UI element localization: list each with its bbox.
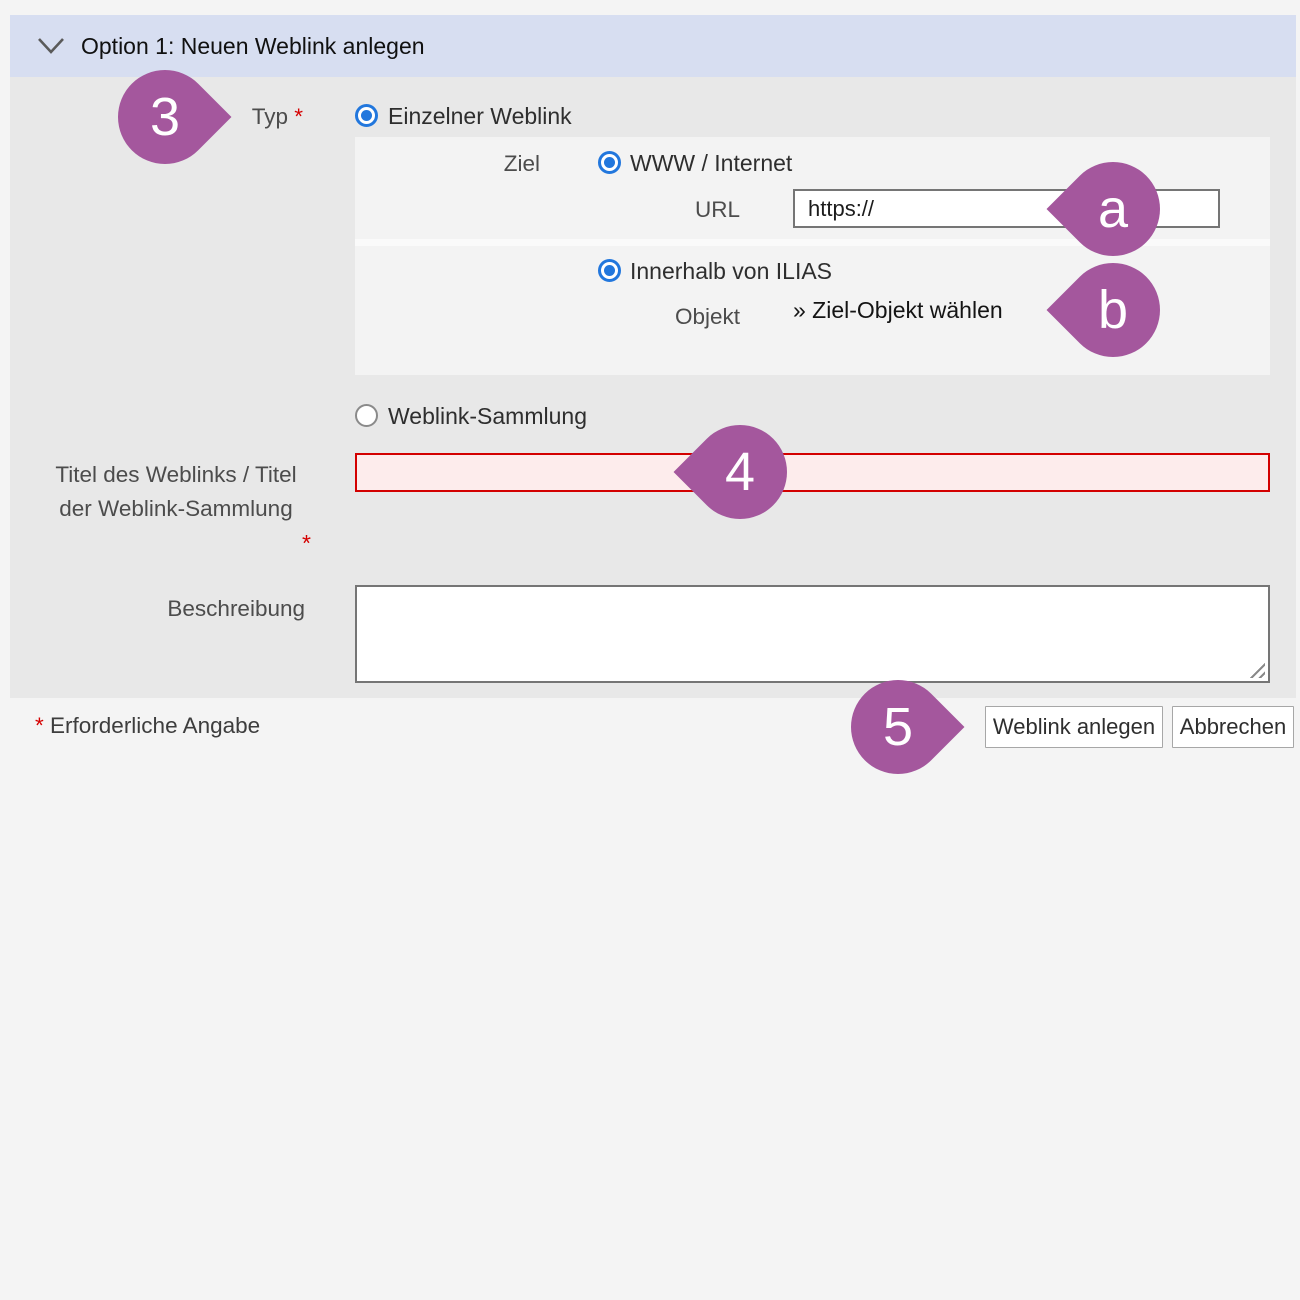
radio-label-innerhalb-ilias[interactable]: Innerhalb von ILIAS: [630, 258, 833, 284]
radio-label-www-internet[interactable]: WWW / Internet: [630, 150, 793, 176]
objekt-label: Objekt: [674, 304, 740, 329]
radio-einzelner-weblink[interactable]: [355, 104, 378, 127]
ziel-objekt-waehlen-link[interactable]: » Ziel-Objekt wählen: [793, 297, 1003, 323]
radio-weblink-sammlung[interactable]: [355, 404, 378, 427]
accordion-header-option1[interactable]: Option 1: Neuen Weblink anlegen: [10, 15, 1296, 77]
accordion-title: Option 1: Neuen Weblink anlegen: [81, 32, 425, 59]
weblink-anlegen-button[interactable]: Weblink anlegen: [985, 706, 1163, 748]
titel-required-asterisk: *: [302, 530, 311, 556]
typ-label: Typ *: [251, 104, 303, 129]
ziel-label: Ziel: [503, 151, 540, 176]
radio-innerhalb-ilias[interactable]: [598, 259, 621, 282]
required-note-text: Erforderliche Angabe: [50, 713, 261, 738]
url-label: URL: [694, 197, 740, 222]
abbrechen-button[interactable]: Abbrechen: [1172, 706, 1294, 748]
url-input[interactable]: [793, 189, 1220, 228]
titel-label-line2: der Weblink-Sammlung: [59, 496, 293, 521]
titel-input[interactable]: [355, 453, 1270, 492]
required-note-asterisk: *: [35, 713, 44, 738]
beschreibung-label: Beschreibung: [167, 596, 305, 621]
radio-label-einzelner-weblink[interactable]: Einzelner Weblink: [388, 103, 572, 129]
titel-label: Titel des Weblinks / Titel der Weblink-S…: [25, 458, 327, 560]
radio-www-internet[interactable]: [598, 151, 621, 174]
titel-label-line1: Titel des Weblinks / Titel: [55, 462, 297, 487]
chevron-down-icon[interactable]: [36, 36, 66, 56]
radio-label-weblink-sammlung[interactable]: Weblink-Sammlung: [388, 403, 587, 429]
beschreibung-textarea[interactable]: [355, 585, 1270, 683]
required-asterisk: *: [294, 104, 303, 129]
required-note: * Erforderliche Angabe: [35, 713, 260, 739]
sub-panel-divider: [355, 239, 1270, 246]
